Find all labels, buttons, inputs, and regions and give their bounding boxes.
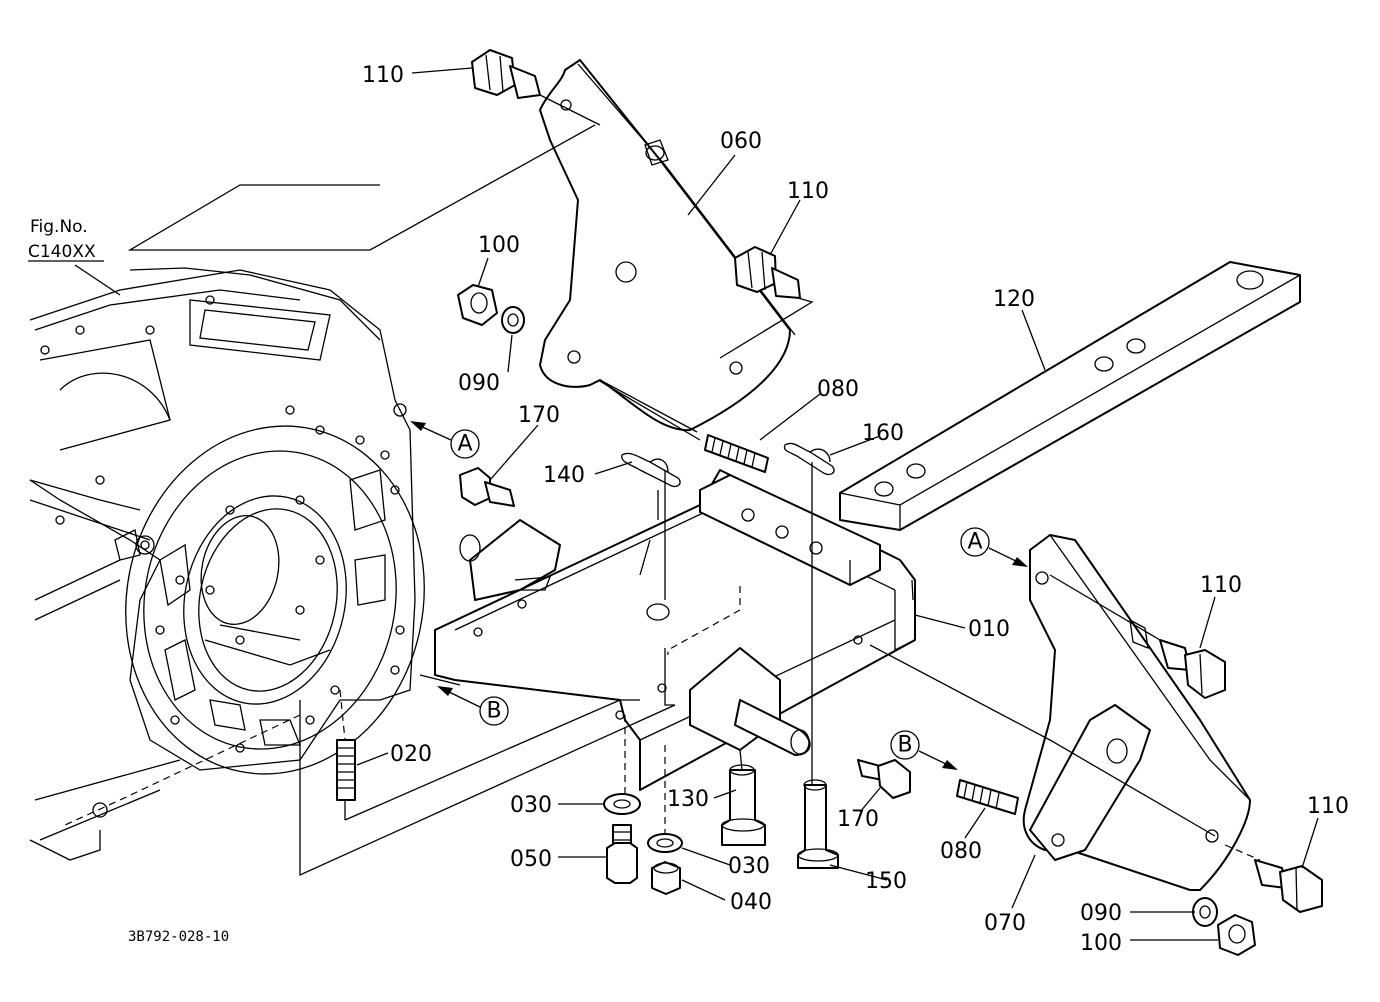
svg-text:B: B xyxy=(897,733,912,758)
view-marker-a-right: A xyxy=(960,527,1028,567)
label-110-mid: 110 xyxy=(787,179,829,204)
view-marker-b-right: B xyxy=(890,730,958,770)
washer-030-left xyxy=(603,793,641,815)
bolt-110-right xyxy=(1159,639,1226,699)
bolt-110-lower-right xyxy=(1254,859,1323,913)
label-170-upper: 170 xyxy=(518,403,560,428)
view-marker-b-left: B xyxy=(437,686,509,726)
frame-010 xyxy=(434,469,916,791)
bolt-050 xyxy=(606,824,638,884)
label-140: 140 xyxy=(543,463,585,488)
pin-150 xyxy=(797,779,839,869)
label-040: 040 xyxy=(730,890,772,915)
drawing-code: 3B792-028-10 xyxy=(128,929,229,945)
nut-100-lower xyxy=(1217,914,1256,956)
stud-020 xyxy=(336,739,356,801)
label-110-lower-right: 110 xyxy=(1307,794,1349,819)
label-130: 130 xyxy=(667,787,709,812)
svg-text:A: A xyxy=(457,432,472,457)
drawbar-120 xyxy=(839,261,1301,531)
bolt-110-top xyxy=(471,49,541,99)
transmission-housing xyxy=(29,267,425,861)
label-170-lower: 170 xyxy=(837,807,879,832)
bolt-110-mid xyxy=(734,246,801,299)
label-150: 150 xyxy=(865,869,907,894)
bolt-170-upper xyxy=(459,467,515,507)
figure-ref-line1: Fig.No. xyxy=(30,217,88,237)
washer-090-top xyxy=(501,306,525,334)
label-020: 020 xyxy=(390,742,432,767)
label-070: 070 xyxy=(984,911,1026,936)
label-110-top: 110 xyxy=(362,63,404,88)
figure-ref-line2: C140XX xyxy=(28,242,96,262)
view-marker-a-left: A xyxy=(410,421,480,459)
washer-030-right xyxy=(647,833,683,853)
bracket-070 xyxy=(1022,534,1251,891)
label-010: 010 xyxy=(968,617,1010,642)
label-160: 160 xyxy=(862,421,904,446)
nut-040 xyxy=(651,861,681,895)
clip-160 xyxy=(783,442,835,476)
label-120: 120 xyxy=(993,287,1035,312)
part-labels: 110 060 110 100 090 120 080 160 170 140 … xyxy=(362,63,1349,956)
label-100-lower: 100 xyxy=(1080,931,1122,956)
label-060: 060 xyxy=(720,129,762,154)
label-090-lower: 090 xyxy=(1080,901,1122,926)
bracket-060 xyxy=(539,59,796,433)
label-110-right: 110 xyxy=(1200,573,1242,598)
svg-text:A: A xyxy=(967,530,982,555)
pin-130 xyxy=(721,764,766,846)
label-080-upper: 080 xyxy=(817,377,859,402)
leader-lines xyxy=(74,67,1319,941)
clip-140 xyxy=(621,452,681,488)
nut-100-top xyxy=(457,284,498,326)
stud-080-lower xyxy=(956,779,1019,815)
label-090-top: 090 xyxy=(458,371,500,396)
label-080-lower: 080 xyxy=(940,839,982,864)
figure-reference: Fig.No. C140XX xyxy=(28,217,104,262)
label-030-left: 030 xyxy=(510,793,552,818)
stud-080-upper xyxy=(704,434,769,473)
washer-090-lower xyxy=(1192,897,1218,927)
svg-text:B: B xyxy=(486,699,501,724)
label-050: 050 xyxy=(510,847,552,872)
assembly-lines xyxy=(64,94,1261,877)
label-100-top: 100 xyxy=(478,233,520,258)
label-030-right: 030 xyxy=(728,854,770,879)
bolt-170-lower xyxy=(857,759,911,799)
